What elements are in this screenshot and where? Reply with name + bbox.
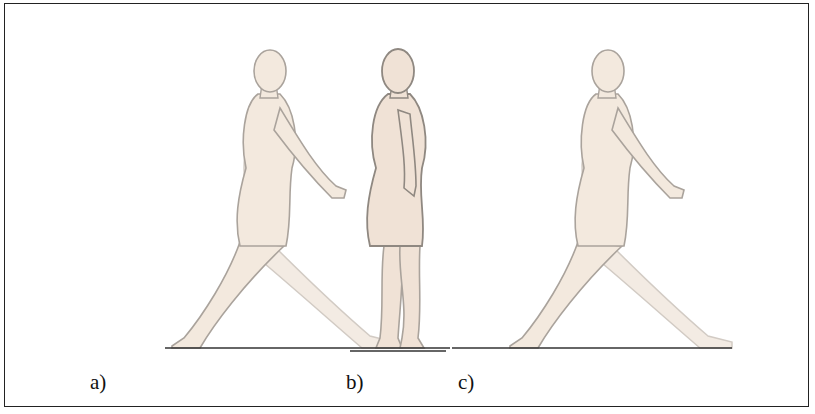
- panel-label: a): [90, 372, 106, 393]
- walking-figure: [510, 50, 732, 348]
- panel-label: b): [346, 372, 364, 393]
- ground-line: [350, 350, 446, 352]
- ground-line: [165, 347, 450, 349]
- panel-label: c): [458, 372, 474, 393]
- ground-line: [452, 347, 732, 349]
- walking-figure: [172, 50, 394, 348]
- standing-figure: [367, 49, 425, 348]
